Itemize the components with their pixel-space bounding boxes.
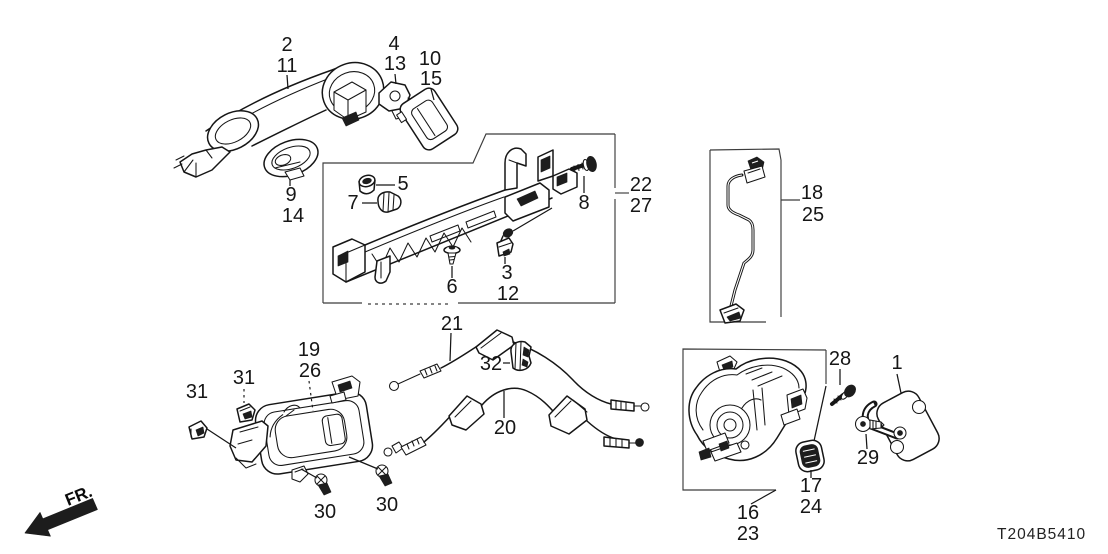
callout-24: 24	[800, 496, 822, 518]
striker-bolt-drawing	[854, 415, 885, 433]
handle-seal-drawing	[396, 87, 459, 151]
callout-31-upper: 31	[233, 367, 255, 389]
door-striker-drawing	[861, 390, 940, 462]
callout-3: 3	[501, 262, 512, 284]
leader-lines	[206, 73, 902, 479]
handle-screw-right-drawing	[375, 464, 393, 487]
handle-cap-drawing	[263, 138, 319, 181]
inner-handle-drawing	[229, 375, 374, 483]
flange-screw-6-drawing	[443, 245, 461, 265]
diagram-code: T204B5410	[997, 526, 1086, 543]
handle-base-reference-box	[322, 133, 629, 305]
fr-direction-arrow: FR.	[24, 482, 98, 537]
callout-14: 14	[282, 205, 304, 227]
callout-23: 23	[737, 523, 759, 545]
callout-4: 4	[388, 33, 399, 55]
callout-26: 26	[299, 360, 321, 382]
callout-7: 7	[347, 192, 358, 214]
callout-20: 20	[494, 417, 516, 439]
callout-10: 10	[419, 48, 441, 70]
lock-rod-reference-box	[709, 148, 800, 323]
handle-base-assembly-drawing	[332, 147, 578, 284]
callout-18: 18	[801, 182, 823, 204]
callout-32: 32	[480, 353, 502, 375]
outer-handle-drawing	[173, 61, 385, 178]
callout-22: 22	[630, 174, 652, 196]
callout-labels: 2 11 4 13 10 15 9 14 5 7 8 22 27 3 12 6 …	[186, 33, 903, 545]
callout-9: 9	[285, 184, 296, 206]
snap-clip-upper-drawing	[236, 403, 256, 423]
callout-13: 13	[384, 53, 406, 75]
ribbed-clip-drawing	[377, 191, 402, 213]
callout-12: 12	[497, 283, 519, 305]
callout-15: 15	[420, 68, 442, 90]
callout-31-left: 31	[186, 381, 208, 403]
latch-screw-28-drawing	[830, 384, 856, 406]
callout-28: 28	[829, 348, 851, 370]
callout-30-left: 30	[314, 501, 336, 523]
callout-27: 27	[630, 195, 652, 217]
callout-2: 2	[281, 34, 292, 56]
lock-cover-drawing	[795, 439, 825, 473]
callout-21: 21	[441, 313, 463, 335]
callout-17: 17	[800, 475, 822, 497]
door-lock-assembly-drawing	[688, 355, 808, 462]
cable-clamp-drawing	[510, 340, 532, 372]
callout-19: 19	[298, 339, 320, 361]
callout-30-right: 30	[376, 494, 398, 516]
callout-8: 8	[578, 192, 589, 214]
callout-11: 11	[277, 55, 298, 77]
callout-6: 6	[446, 276, 457, 298]
callout-29: 29	[857, 447, 879, 469]
arrow-icon	[24, 498, 98, 537]
door-lock-reference-bracket	[682, 348, 827, 505]
callout-16: 16	[737, 502, 759, 524]
lock-rod-drawing	[719, 156, 766, 324]
cylinder-clip-drawing	[496, 228, 514, 257]
callout-1: 1	[891, 352, 902, 374]
handle-screw-left-drawing	[314, 473, 332, 496]
door-lock-cable-drawing	[383, 387, 644, 457]
callout-25: 25	[802, 204, 824, 226]
tapping-screw-8-drawing	[569, 155, 597, 173]
grommet-clip-drawing	[358, 174, 376, 195]
snap-clip-left-drawing	[188, 420, 208, 440]
callout-5: 5	[397, 173, 408, 195]
